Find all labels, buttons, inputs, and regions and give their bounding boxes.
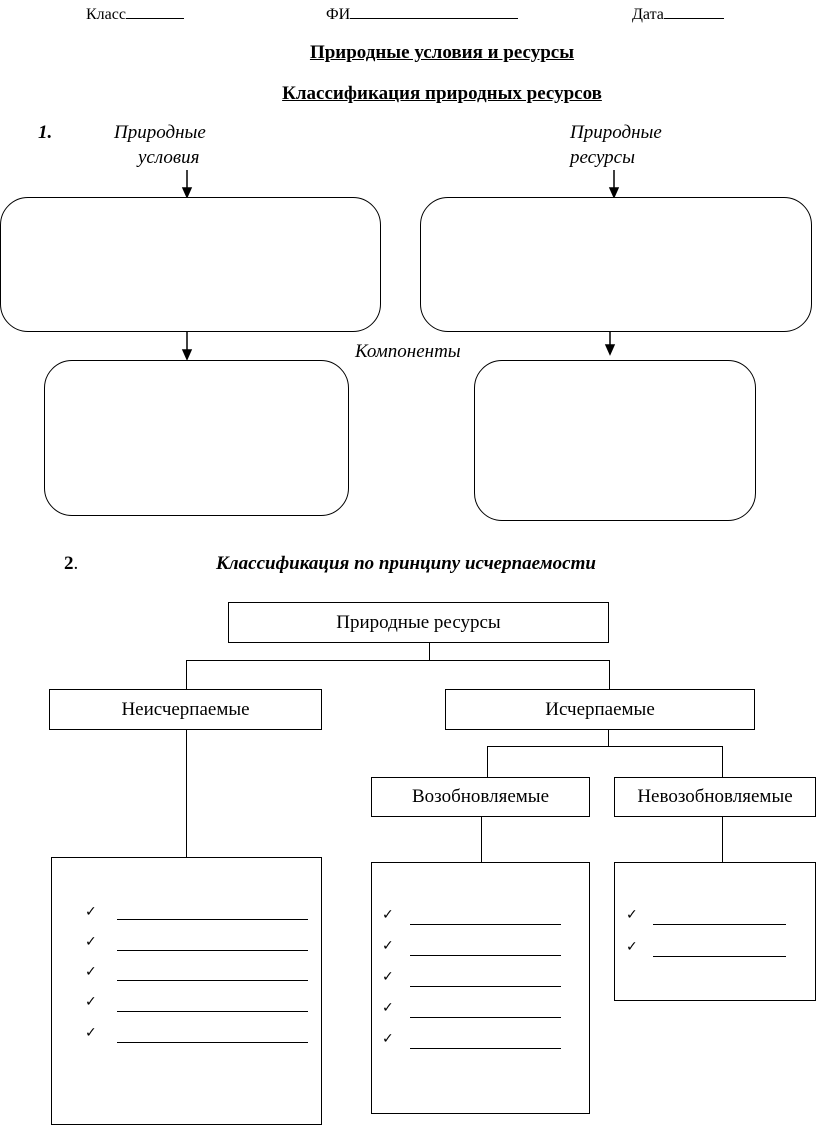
checkmark-icon: ✓ <box>85 934 97 950</box>
connector-line <box>429 642 430 660</box>
natural-resources-label-line2: ресурсы <box>570 147 635 168</box>
class-field: Класс <box>86 4 184 24</box>
answer-line[interactable] <box>653 924 786 925</box>
connector-line <box>608 729 609 746</box>
checkmark-icon: ✓ <box>382 938 394 954</box>
connector-line <box>487 746 488 777</box>
connector-line <box>609 660 610 689</box>
root-box: Природные ресурсы <box>228 602 609 643</box>
resources-components-box[interactable] <box>474 360 756 521</box>
checkmark-icon: ✓ <box>382 907 394 923</box>
arrow-head <box>181 187 193 199</box>
connector-line <box>487 746 722 747</box>
answer-line[interactable] <box>410 1017 561 1018</box>
components-label: Компоненты <box>355 341 461 362</box>
date-field: Дата <box>632 4 724 24</box>
date-label: Дата <box>632 6 664 23</box>
answer-line[interactable] <box>410 955 561 956</box>
inexhaustible-box: Неисчерпаемые <box>49 689 322 730</box>
checkmark-icon: ✓ <box>85 904 97 920</box>
answer-line[interactable] <box>410 986 561 987</box>
natural-conditions-label-line2: условия <box>138 147 200 168</box>
page-subtitle: Классификация природных ресурсов <box>282 83 602 104</box>
name-blank[interactable] <box>350 4 519 19</box>
inexhaustible-list-box <box>51 857 322 1125</box>
answer-line[interactable] <box>117 950 308 951</box>
connector-line <box>722 816 723 862</box>
section1-number: 1. <box>38 122 53 143</box>
nonrenewable-list-box <box>614 862 816 1001</box>
class-label: Класс <box>86 6 126 23</box>
connector-line <box>722 746 723 777</box>
answer-line[interactable] <box>117 1042 308 1043</box>
answer-line[interactable] <box>117 919 308 920</box>
checkmark-icon: ✓ <box>85 964 97 980</box>
section2-number-suffix: . <box>73 553 79 574</box>
checkmark-icon: ✓ <box>626 939 638 955</box>
answer-line[interactable] <box>117 980 308 981</box>
answer-line[interactable] <box>410 924 561 925</box>
checkmark-icon: ✓ <box>382 1031 394 1047</box>
natural-resources-box[interactable] <box>420 197 812 332</box>
conditions-components-box[interactable] <box>44 360 349 516</box>
page-title: Природные условия и ресурсы <box>309 42 575 63</box>
natural-conditions-label-line1: Природные <box>114 122 206 143</box>
connector-line <box>186 660 187 689</box>
renewable-box: Возобновляемые <box>371 777 590 817</box>
answer-line[interactable] <box>117 1011 308 1012</box>
checkmark-icon: ✓ <box>382 1000 394 1016</box>
section2-number: 2. <box>64 553 78 575</box>
renewable-list-box <box>371 862 590 1114</box>
connector-line <box>186 729 187 857</box>
connector-line <box>186 660 609 661</box>
answer-line[interactable] <box>653 956 786 957</box>
section2-heading: Классификация по принципу исчерпаемости <box>216 553 596 574</box>
connector-line <box>481 816 482 862</box>
class-blank[interactable] <box>125 4 184 19</box>
arrow-head <box>608 187 620 199</box>
arrow-head <box>604 344 616 356</box>
checkmark-icon: ✓ <box>85 1025 97 1041</box>
arrow-head <box>181 349 193 361</box>
natural-conditions-box[interactable] <box>0 197 381 332</box>
section2-number-digit: 2 <box>64 553 74 574</box>
date-blank[interactable] <box>663 4 724 19</box>
natural-resources-label-line1: Природные <box>570 122 662 143</box>
nonrenewable-box: Невозобновляемые <box>614 777 816 817</box>
name-label: ФИ <box>326 6 351 23</box>
checkmark-icon: ✓ <box>626 907 638 923</box>
exhaustible-box: Исчерпаемые <box>445 689 755 730</box>
checkmark-icon: ✓ <box>85 994 97 1010</box>
checkmark-icon: ✓ <box>382 969 394 985</box>
answer-line[interactable] <box>410 1048 561 1049</box>
name-field: ФИ <box>326 4 519 24</box>
